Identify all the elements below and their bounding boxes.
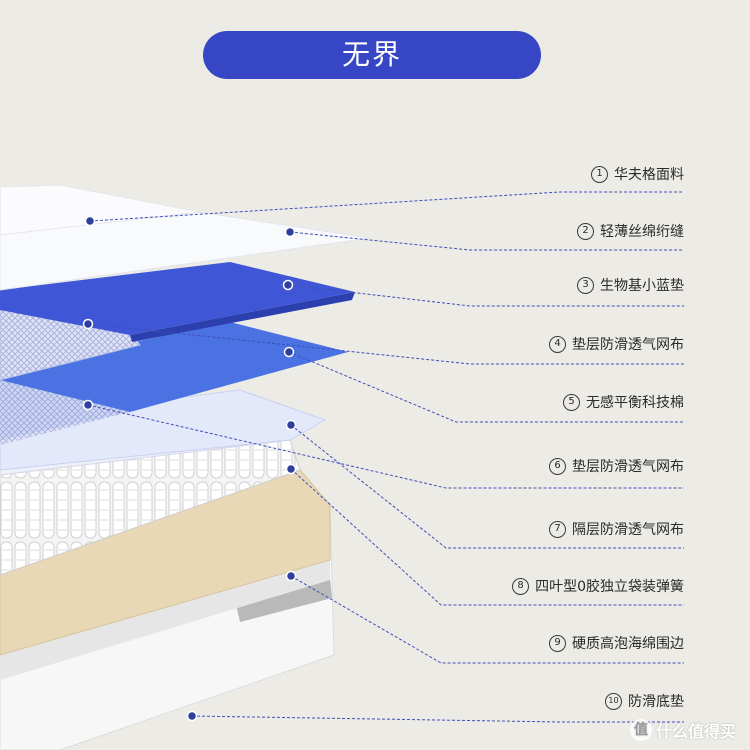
layer-number-badge: 9 [549, 634, 566, 652]
leader-line-4 [87, 323, 684, 365]
layer-number-badge: 8 [512, 577, 530, 595]
leader-line-2 [289, 231, 684, 251]
bio-blue-pad-layer [0, 262, 355, 335]
anchor-dot-1 [84, 215, 96, 227]
waffle-fabric-layer [0, 184, 201, 236]
layer-name: 轻薄丝绵绗缝 [600, 224, 684, 240]
anchor-dot-5 [283, 346, 295, 358]
watermark-text: 什么值得买 [655, 722, 736, 741]
layer-label-9: 9 硬质高泡海绵围边 [549, 633, 684, 653]
layer-name: 垫层防滑透气网布 [572, 459, 684, 475]
balance-cotton-mesh [0, 380, 130, 445]
leader-line-10 [191, 715, 684, 723]
layer-label-6: 6 垫层防滑透气网布 [549, 456, 684, 476]
layer-number-badge: 6 [549, 457, 566, 475]
bio-blue-pad-edge [130, 292, 355, 342]
leader-line-1 [89, 191, 684, 222]
layer-label-3: 3 生物基小蓝垫 [577, 275, 684, 295]
anchor-dot-4 [82, 318, 94, 330]
layer-label-7: 7 隔层防滑透气网布 [549, 519, 684, 539]
layer-number-badge: 10 [605, 692, 622, 710]
layer-number-badge: 2 [577, 222, 594, 240]
leader-line-3 [287, 284, 684, 307]
anchor-dot-10 [186, 710, 198, 722]
leader-line-9 [290, 575, 684, 664]
layer-label-10: 10 防滑底垫 [605, 691, 684, 711]
layer-number-badge: 3 [577, 276, 594, 294]
layer-label-8: 8 四叶型0胶独立袋装弹簧 [512, 576, 684, 596]
page-title: 无界 [203, 31, 541, 79]
layer-name: 隔层防滑透气网布 [572, 522, 684, 538]
leader-lines [87, 191, 684, 723]
layer-name: 华夫格面料 [614, 167, 684, 183]
layer-number-badge: 4 [549, 335, 566, 353]
layer-name: 防滑底垫 [628, 694, 684, 710]
leader-line-8 [290, 468, 684, 606]
leader-line-6 [87, 404, 684, 489]
layer-label-2: 2 轻薄丝绵绗缝 [577, 221, 684, 241]
anchor-dot-6 [82, 399, 94, 411]
anchor-dot-9 [285, 570, 297, 582]
layer-name: 生物基小蓝垫 [600, 278, 684, 294]
layer-name: 垫层防滑透气网布 [572, 337, 684, 353]
leader-line-7 [290, 424, 684, 549]
base-grey-trim [235, 578, 332, 622]
layer-number-badge: 1 [591, 165, 608, 183]
layer-label-5: 5 无感平衡科技棉 [563, 392, 684, 412]
layer-number-badge: 5 [563, 393, 580, 411]
anchor-dot-8 [285, 463, 297, 475]
base-side-panel [0, 560, 330, 680]
layer-name: 无感平衡科技棉 [586, 395, 684, 411]
watermark: 值 什么值得买 [629, 718, 736, 742]
anchor-dot-3 [282, 279, 294, 291]
layer-number-badge: 7 [549, 520, 566, 538]
leader-line-5 [288, 351, 684, 423]
anchor-dot-2 [284, 226, 296, 238]
anchor-dots [82, 215, 297, 722]
anchor-dot-7 [285, 419, 297, 431]
layer-name: 硬质高泡海绵围边 [572, 636, 684, 652]
zhi-logo-icon: 值 [629, 719, 652, 741]
layer-label-1: 1 华夫格面料 [591, 164, 684, 184]
layer-name: 四叶型0胶独立袋装弹簧 [535, 579, 684, 595]
layer-label-4: 4 垫层防滑透气网布 [549, 334, 684, 354]
